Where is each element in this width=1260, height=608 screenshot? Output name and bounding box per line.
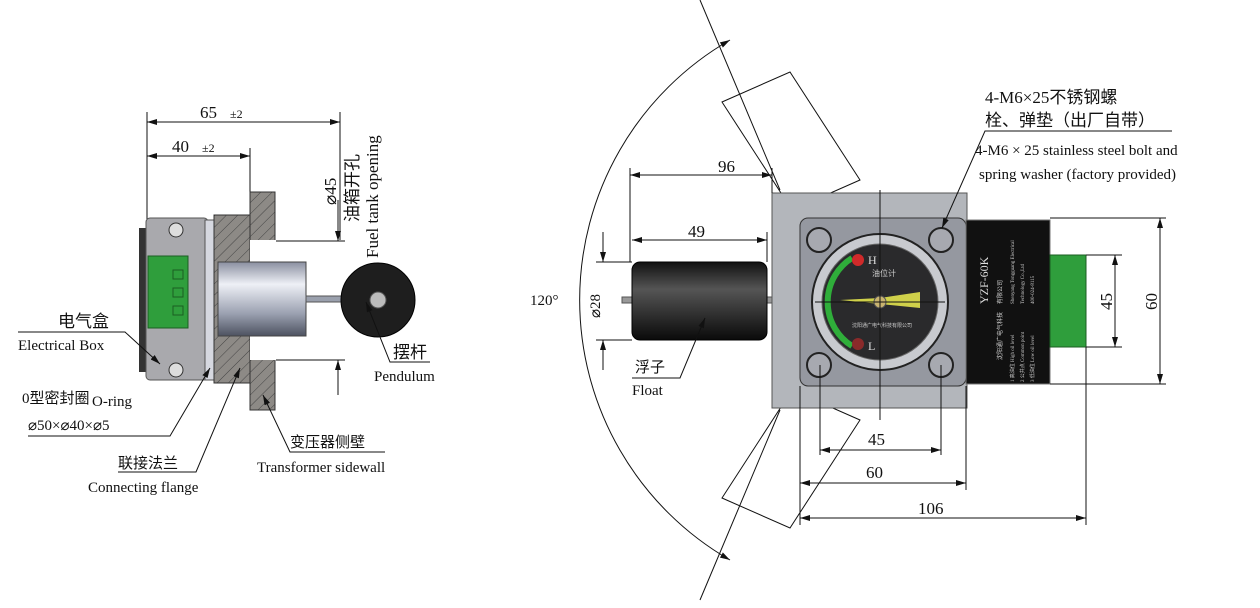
cylinder [217,261,307,337]
label-electrical-box-en: Electrical Box [18,338,105,354]
gauge-title: 油位计 [872,268,896,278]
svg-text:3 低油位 Low oil level: 3 低油位 Low oil level [1029,335,1036,382]
box-cover-edge [139,228,147,372]
label-float-en: Float [632,383,664,399]
terminal-connector [1049,254,1087,348]
label-electrical-box-cn: 电气盒 [58,312,109,331]
svg-text:Shenyang Tongguang Electrical: Shenyang Tongguang Electrical [1011,240,1016,304]
svg-text:有限公司: 有限公司 [996,280,1004,304]
label-oring-cn: 0型密封圈 [22,390,90,407]
bolt-note-cn-2: 栓、弹垫（出厂自带） [985,111,1155,130]
bolt-icon [928,227,954,253]
label-pendulum-en: Pendulum [374,369,435,385]
dim-40-tol: ±2 [202,141,215,155]
dim-dia45: ⌀45 [321,178,340,205]
nameplate-text: YZF-60K 沈阳通广电气科技 有限公司 Shenyang Tongguang… [977,240,1036,382]
front-view: 120° H L 油位计 沈阳通广电气科技有限公司 YZF-60K 沈阳通广电气… [530,0,1178,601]
dim-60-horizontal: 60 [866,463,883,482]
tank-opening-cn: 油箱开孔 [343,154,362,222]
dim-dia28: ⌀28 [588,294,604,318]
tank-opening-en: Fuel tank opening [363,135,382,258]
label-sidewall-en: Transformer sidewall [257,460,385,476]
screw-icon [168,362,184,378]
dim-40: 40 [172,137,189,156]
svg-text:400-024-8115: 400-024-8115 [1031,275,1036,304]
model-number: YZF-60K [977,256,991,304]
dim-96: 96 [718,157,735,176]
label-flange-cn: 联接法兰 [118,455,178,472]
gauge-low-label: L [868,339,875,353]
gauge-high-label: H [868,253,877,267]
label-sidewall-cn: 变压器侧壁 [290,434,365,451]
dim-45-horizontal: 45 [868,430,885,449]
dim-65: 65 [200,103,217,122]
screw-icon [168,222,184,238]
swing-angle-arc [579,39,731,561]
label-float-cn: 浮子 [635,359,665,376]
bolt-icon [806,227,832,253]
label-oring-size: ⌀50×⌀40×⌀5 [28,418,110,434]
gauge-maker: 沈阳通广电气科技有限公司 [852,322,912,329]
dim-45-vertical: 45 [1097,293,1116,310]
label-flange-en: Connecting flange [88,480,199,496]
bolt-note-en-1: 4-M6 × 25 stainless steel bolt and [975,143,1178,159]
float-lower-position [721,389,861,529]
bolt-note-en-2: spring washer (factory provided) [979,167,1176,183]
svg-text:1 高油位 High oil level: 1 高油位 High oil level [1009,334,1016,382]
dim-106: 106 [918,499,944,518]
svg-text:Technology Co.,Ltd: Technology Co.,Ltd [1021,263,1026,304]
dim-60-vertical: 60 [1142,293,1161,310]
dim-49: 49 [688,222,705,241]
side-view: 65 ±2 40 ±2 ⌀45 油箱开孔 Fuel tank opening 电… [18,103,435,496]
high-marker [852,254,864,266]
bolt-note-cn-1: 4-M6×25不锈钢螺 [985,88,1117,107]
float [631,261,768,341]
label-oring-en: O-ring [92,394,132,410]
svg-text:沈阳通广电气科技: 沈阳通广电气科技 [996,312,1004,360]
nameplate [965,219,1051,385]
swing-angle: 120° [530,293,559,309]
low-marker [852,338,864,350]
bolt-icon [806,352,832,378]
label-pendulum-cn: 摆杆 [393,343,427,362]
svg-text:2 公共点 Common point: 2 公共点 Common point [1019,331,1026,382]
dim-65-tol: ±2 [230,107,243,121]
float-upper-position [721,71,861,211]
